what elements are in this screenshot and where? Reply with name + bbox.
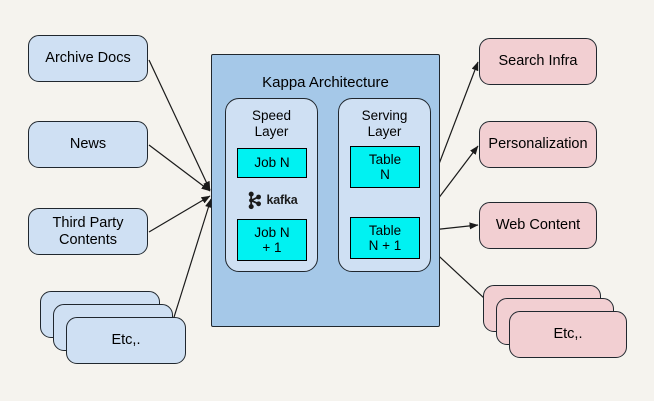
sink-label-etc: Etc,. [553, 326, 583, 343]
table-n-plus-1-label-line1: Table [368, 222, 402, 238]
job-n-plus-1-label-line2: + 1 [262, 240, 282, 255]
serving-layer-box[interactable]: Serving Layer Table N Table N + 1 [338, 98, 431, 272]
sink-label-web-content: Web Content [495, 217, 581, 234]
arrow-news-to-kappa [148, 144, 211, 192]
source-label-third-party-line2: Contents [58, 231, 118, 248]
job-n-box[interactable]: Job N [237, 148, 307, 178]
serving-layer-title-line1: Serving [361, 108, 408, 123]
sink-label-search-infra: Search Infra [498, 53, 578, 70]
arrow-archive-docs-to-kappa [148, 59, 211, 191]
kafka-badge: kafka [237, 188, 307, 212]
table-n-plus-1-box[interactable]: Table N + 1 [350, 217, 420, 259]
table-n-box[interactable]: Table N [350, 146, 420, 188]
job-n-label: Job N [254, 155, 290, 171]
sink-box-etc[interactable]: Etc,. [509, 311, 627, 358]
serving-layer-title: Serving Layer [339, 108, 430, 140]
source-box-third-party-contents[interactable]: Third Party Contents [28, 208, 148, 255]
source-label-news: News [69, 136, 107, 153]
arrow-third-party-to-kappa [148, 195, 211, 233]
job-n-plus-1-box[interactable]: Job N + 1 [237, 219, 307, 261]
sink-box-web-content[interactable]: Web Content [479, 202, 597, 249]
sink-box-search-infra[interactable]: Search Infra [479, 38, 597, 85]
job-n-plus-1-label-line1: Job N [254, 224, 290, 240]
sink-box-personalization[interactable]: Personalization [479, 121, 597, 168]
arrow-source-etc-to-kappa [169, 198, 212, 331]
kappa-architecture-title: Kappa Architecture [262, 74, 389, 91]
table-n-plus-1-label-line2: N + 1 [368, 238, 402, 253]
speed-layer-title: Speed Layer [226, 108, 317, 140]
source-box-news[interactable]: News [28, 121, 148, 168]
source-box-etc[interactable]: Etc,. [66, 317, 186, 364]
kafka-label: kafka [266, 192, 298, 207]
source-label-third-party-line1: Third Party [52, 214, 124, 231]
table-n-label-line1: Table [368, 151, 402, 167]
kafka-logo-icon [248, 191, 261, 209]
speed-layer-title-line2: Layer [254, 123, 289, 139]
speed-layer-title-line1: Speed [251, 108, 292, 123]
source-label-etc: Etc,. [111, 332, 141, 349]
speed-layer-box[interactable]: Speed Layer Job N kafka [225, 98, 318, 272]
source-label-archive-docs: Archive Docs [45, 50, 131, 67]
table-n-label-line2: N [380, 167, 390, 182]
serving-layer-title-line2: Layer [367, 123, 402, 139]
sink-label-personalization: Personalization [488, 136, 588, 153]
kappa-architecture-container[interactable]: Kappa Architecture Speed Layer Job N [211, 54, 440, 327]
source-box-archive-docs[interactable]: Archive Docs [28, 35, 148, 82]
